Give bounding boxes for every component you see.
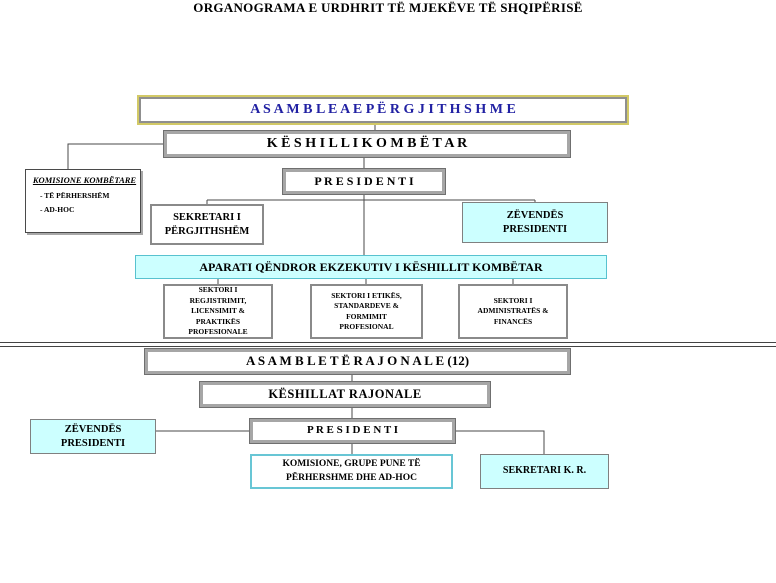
national-vice-president-label-line2: PRESIDENTI	[502, 223, 568, 235]
regional-vice-president-label-line1: ZËVENDËS	[64, 424, 122, 436]
sector-administration-line: ADMINISTRATËS &	[477, 306, 549, 316]
national-council-box: K Ë S H I L L I K O M B Ë T A R	[163, 130, 571, 158]
national-commissions-item-adhoc: - AD-HOC	[40, 205, 75, 214]
regional-vice-president-label-line2: PRESIDENTI	[60, 437, 126, 449]
general-assembly-label: A S A M B L E A E P Ë R G J I T H S H M …	[250, 102, 516, 118]
regional-councils-label: KËSHILLAT RAJONALE	[268, 386, 422, 401]
sector-registration-line: REGJISTRIMIT,	[189, 295, 247, 305]
sector-administration-line: FINANCËS	[493, 316, 533, 326]
central-executive-apparatus-box: APARATI QËNDROR EKZEKUTIV I KËSHILLIT KO…	[135, 255, 607, 279]
regional-president-box: P R E S I D E N T I	[249, 418, 456, 444]
regional-president-label: P R E S I D E N T I	[307, 424, 398, 437]
national-president-label: P R E S I D E N T I	[314, 174, 414, 188]
national-council-label: K Ë S H I L L I K O M B Ë T A R	[266, 136, 468, 152]
regional-vice-president-box: ZËVENDËS PRESIDENTI	[30, 419, 156, 454]
central-executive-apparatus-label: APARATI QËNDROR EKZEKUTIV I KËSHILLIT KO…	[199, 259, 543, 274]
general-secretary-label-line2: PËRGJITHSHËM	[164, 225, 250, 237]
regional-commissions-label-line1: KOMISIONE, GRUPE PUNE TË	[282, 458, 421, 469]
regional-commissions-label-line2: PËRHERSHME DHE AD-HOC	[286, 472, 417, 483]
section-divider-line-1	[0, 342, 776, 343]
sector-ethics-line: FORMIMIT	[346, 311, 387, 321]
sector-registration-line: PROFESIONALE	[188, 327, 248, 337]
sector-registration-box: SEKTORI I REGJISTRIMIT, LICENSIMIT & PRA…	[163, 284, 273, 339]
sector-administration-line: SEKTORI I	[493, 295, 533, 305]
regional-commissions-box: KOMISIONE, GRUPE PUNE TË PËRHERSHME DHE …	[250, 454, 453, 489]
national-vice-president-box: ZËVENDËS PRESIDENTI	[462, 202, 608, 243]
general-secretary-box: SEKRETARI I PËRGJITHSHËM	[150, 204, 264, 245]
section-divider-line-2	[0, 346, 776, 347]
sector-ethics-line: SEKTORI I ETIKËS,	[331, 290, 402, 300]
sector-ethics-line: STANDARDEVE &	[334, 301, 399, 310]
national-vice-president-label-line1: ZËVENDËS	[506, 210, 564, 222]
sector-administration-box: SEKTORI I ADMINISTRATËS & FINANCËS	[458, 284, 568, 339]
sector-registration-line: PRAKTIKËS	[195, 316, 241, 326]
sector-ethics-line: PROFESIONAL	[339, 322, 394, 331]
page-title: ORGANOGRAMA E URDHRIT TË MJEKËVE TË SHQI…	[193, 0, 583, 15]
sector-registration-line: LICENSIMIT &	[191, 306, 245, 316]
sector-registration-line: SEKTORI I	[198, 285, 238, 295]
general-assembly-box: A S A M B L E A E P Ë R G J I T H S H M …	[139, 97, 627, 123]
national-president-box: P R E S I D E N T I	[282, 168, 446, 195]
national-commissions-item-permanent: - TË PËRHERSHËM	[40, 190, 110, 200]
regional-assemblies-label: A S A M B L E T Ë R A J O N A L E (12)	[245, 353, 470, 369]
national-commissions-title: KOMISIONE KOMBËTARE	[32, 175, 137, 185]
regional-secretary-box: SEKRETARI K. R.	[480, 454, 609, 489]
regional-secretary-label: SEKRETARI K. R.	[502, 465, 587, 477]
regional-councils-box: KËSHILLAT RAJONALE	[199, 381, 491, 408]
regional-assemblies-box: A S A M B L E T Ë R A J O N A L E (12)	[144, 348, 571, 375]
general-secretary-label-line1: SEKRETARI I	[173, 212, 241, 224]
national-commissions-box: KOMISIONE KOMBËTARE - TË PËRHERSHËM - AD…	[25, 169, 141, 233]
sector-ethics-box: SEKTORI I ETIKËS, STANDARDEVE & FORMIMIT…	[310, 284, 423, 339]
